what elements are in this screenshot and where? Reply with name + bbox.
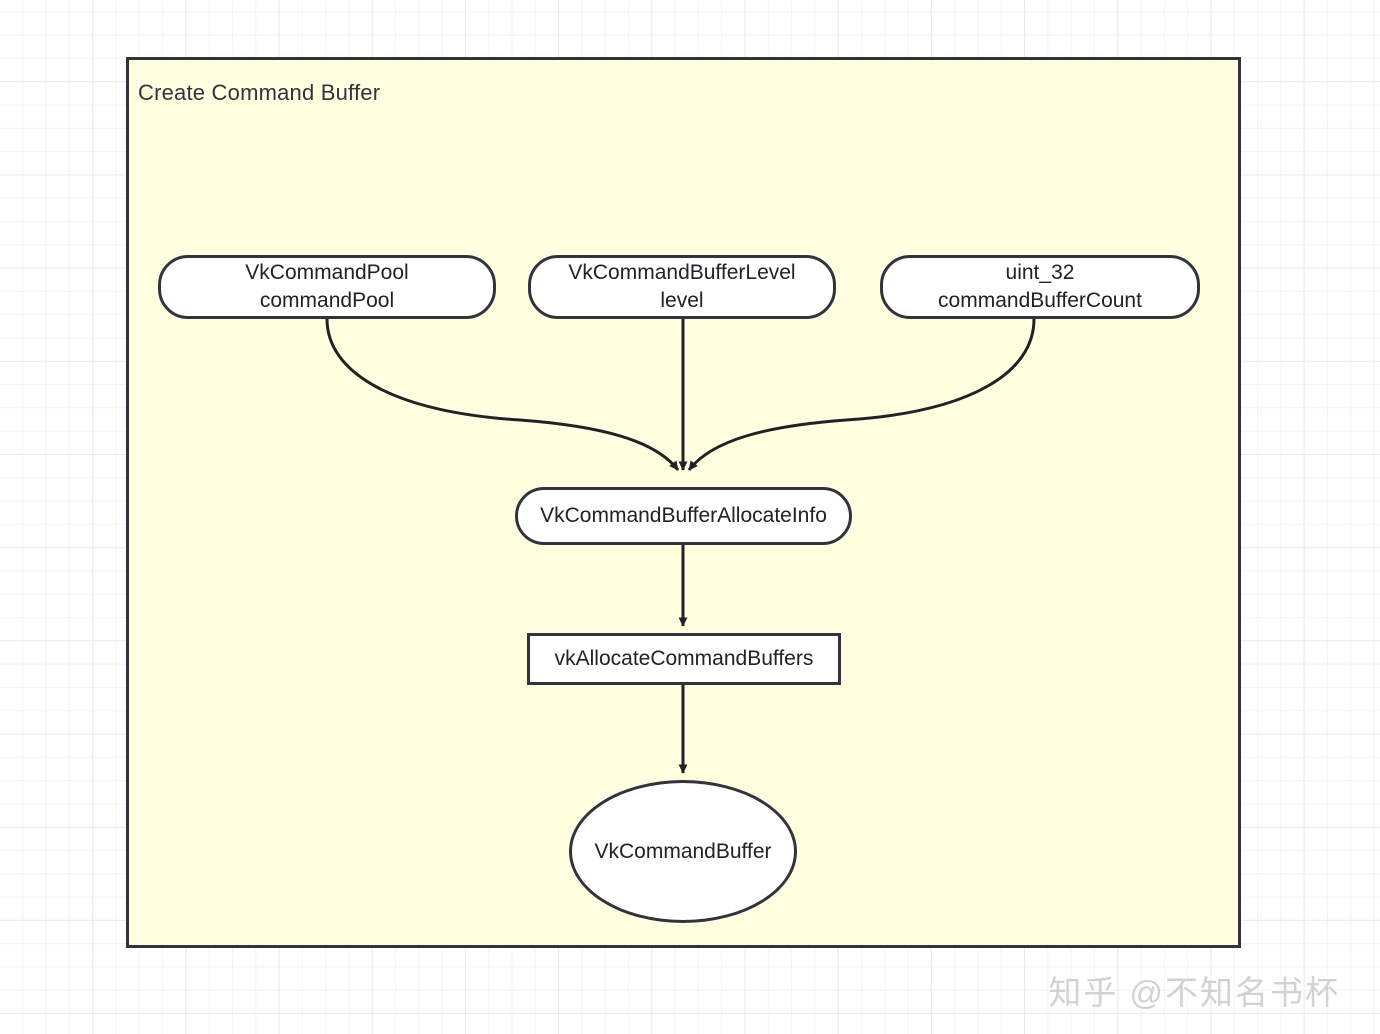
watermark: 知乎 @不知名书杯 xyxy=(1048,974,1340,1011)
node-vkcommandbuffer[interactable]: VkCommandBuffer xyxy=(569,780,797,923)
node-commandbufferlevel[interactable]: VkCommandBufferLevel level xyxy=(528,255,836,319)
node-commandbuffercount[interactable]: uint_32 commandBufferCount xyxy=(880,255,1200,319)
node-vkallocatecommandbuffers[interactable]: vkAllocateCommandBuffers xyxy=(527,633,841,685)
node-commandpool[interactable]: VkCommandPool commandPool xyxy=(158,255,496,319)
node-vkcommandbufferallocateinfo[interactable]: VkCommandBufferAllocateInfo xyxy=(515,487,852,545)
subgraph-title: Create Command Buffer xyxy=(138,80,381,105)
